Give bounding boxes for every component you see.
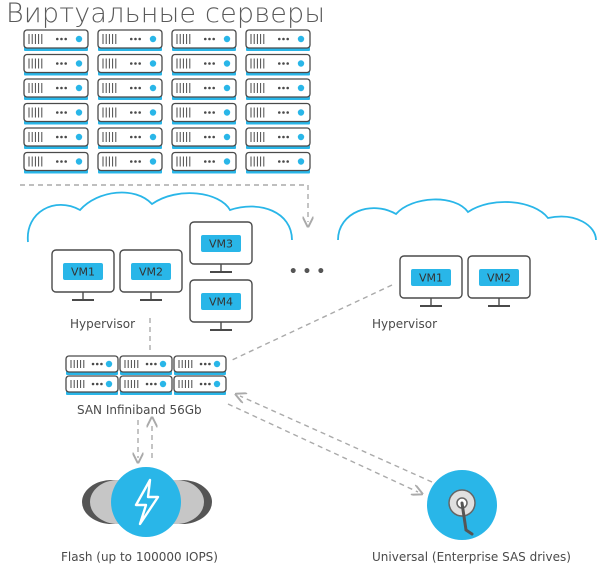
rack-server-unit bbox=[23, 53, 89, 76]
san-switch-unit bbox=[173, 375, 227, 395]
rack-server-unit bbox=[171, 127, 237, 149]
rack-server-unit bbox=[171, 53, 237, 76]
right-vm1-monitor: VM1 bbox=[399, 255, 463, 307]
flash-label: Flash (up to 100000 IOPS) bbox=[61, 550, 218, 564]
right-hypervisor-to-san-connector bbox=[231, 284, 393, 361]
vm4-monitor: VM4 bbox=[189, 279, 253, 331]
vm-label: VM2 bbox=[487, 272, 511, 285]
rack-server-unit bbox=[23, 127, 89, 149]
rack-server-unit bbox=[245, 53, 311, 76]
diagram-title: Виртуальные серверы bbox=[6, 0, 326, 29]
rack-server-unit bbox=[245, 151, 311, 174]
vm2-monitor: VM2 bbox=[119, 249, 183, 301]
rack-server-unit bbox=[171, 151, 237, 174]
san-switch-unit bbox=[65, 375, 119, 395]
server-rack-grid bbox=[23, 29, 311, 174]
san-switch-unit bbox=[65, 355, 119, 375]
right-vm-group: VM1 VM2 bbox=[399, 255, 531, 307]
right-vm2-monitor: VM2 bbox=[467, 255, 531, 307]
rack-server-unit bbox=[23, 78, 89, 100]
san-switch bbox=[65, 355, 227, 395]
left-hypervisor-label: Hypervisor bbox=[70, 317, 135, 331]
vm-label: VM1 bbox=[71, 266, 95, 279]
right-hypervisor-label: Hypervisor bbox=[372, 317, 437, 331]
drive-arm-icon bbox=[460, 501, 474, 536]
rack-to-cluster-connector bbox=[20, 184, 308, 222]
vm-label: VM4 bbox=[209, 296, 233, 309]
more-clusters-ellipsis: • • • bbox=[289, 264, 326, 280]
vm-label: VM1 bbox=[419, 272, 443, 285]
rack-server-unit bbox=[97, 29, 163, 51]
universal-label: Universal (Enterprise SAS drives) bbox=[372, 550, 571, 564]
rack-server-unit bbox=[171, 29, 237, 51]
rack-server-unit bbox=[97, 151, 163, 174]
rack-server-unit bbox=[171, 102, 237, 125]
lightning-bolt-icon bbox=[134, 478, 160, 526]
flash-storage-icon bbox=[82, 467, 212, 537]
san-switch-unit bbox=[119, 355, 173, 375]
universal-storage-icon bbox=[427, 470, 497, 540]
san-switch-unit bbox=[119, 375, 173, 395]
vm-label: VM2 bbox=[139, 266, 163, 279]
vm-label: VM3 bbox=[209, 238, 233, 251]
rack-server-unit bbox=[245, 29, 311, 51]
rack-server-unit bbox=[245, 102, 311, 125]
connector-lines bbox=[20, 184, 433, 492]
rack-server-unit bbox=[23, 29, 89, 51]
rack-server-unit bbox=[171, 78, 237, 100]
rack-server-unit bbox=[97, 127, 163, 149]
san-label: SAN Infiniband 56Gb bbox=[77, 403, 202, 417]
rack-server-unit bbox=[23, 151, 89, 174]
rack-server-unit bbox=[245, 78, 311, 100]
right-cloud-outline bbox=[337, 198, 597, 241]
vm1-monitor: VM1 bbox=[51, 249, 115, 301]
rack-server-unit bbox=[97, 78, 163, 100]
rack-server-unit bbox=[97, 102, 163, 125]
rack-server-unit bbox=[23, 102, 89, 125]
universal-to-san-arrow bbox=[240, 396, 433, 483]
san-to-universal-arrow bbox=[227, 403, 418, 492]
san-switch-unit bbox=[173, 355, 227, 375]
vm3-monitor: VM3 bbox=[189, 221, 253, 273]
rack-server-unit bbox=[245, 127, 311, 149]
left-cloud-outline bbox=[27, 191, 293, 243]
rack-server-unit bbox=[97, 53, 163, 76]
